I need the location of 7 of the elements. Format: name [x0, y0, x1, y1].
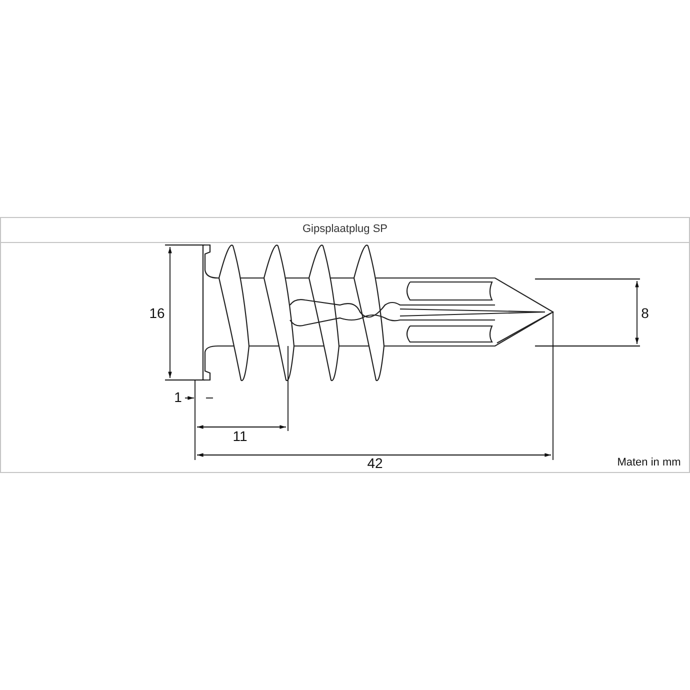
dimension-value: 42	[367, 456, 383, 470]
dimension-value: 11	[232, 429, 248, 443]
unit-note: Maten in mm	[617, 458, 681, 468]
dimension-value: 16	[149, 306, 165, 320]
drawing-title: Gipsplaatplug SP	[302, 223, 388, 235]
dimension-value: 1	[174, 390, 182, 404]
dimension-value: 8	[641, 306, 649, 320]
